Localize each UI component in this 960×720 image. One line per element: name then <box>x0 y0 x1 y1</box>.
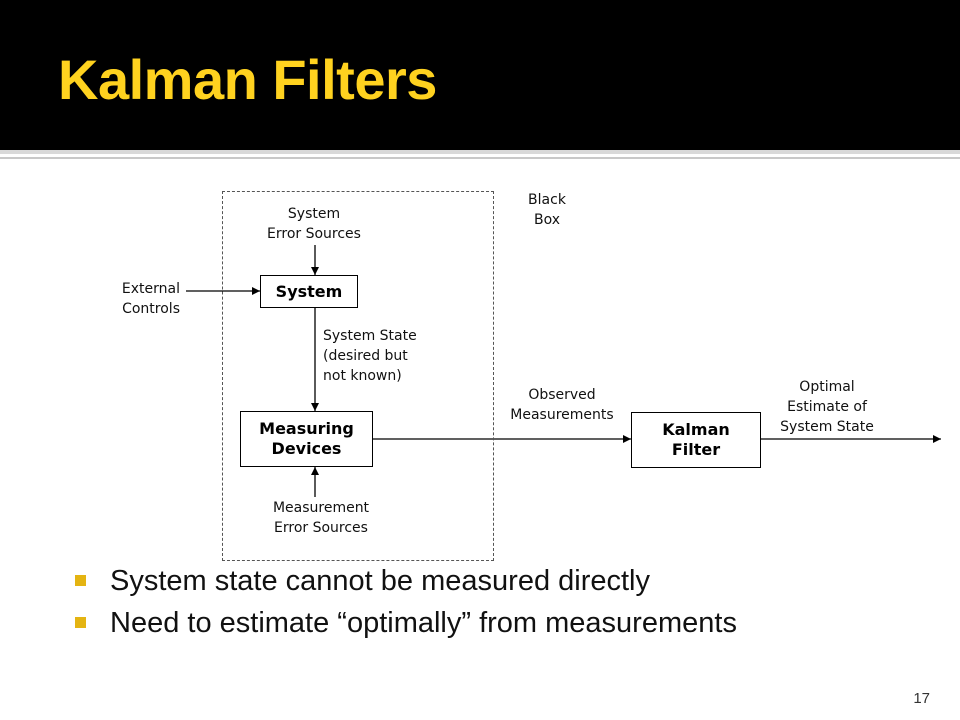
title-bar: Kalman Filters <box>0 0 960 150</box>
measuring-devices-box: Measuring Devices <box>240 411 373 467</box>
system-error-sources-label: System Error Sources <box>267 206 361 242</box>
system-state-label: System State (desired but not known) <box>323 328 417 384</box>
header-divider <box>0 150 960 154</box>
observed-measurements-label: Observed Measurements <box>510 387 614 423</box>
bullet-item: System state cannot be measured directly <box>75 560 737 602</box>
bullet-item: Need to estimate “optimally” from measur… <box>75 602 737 644</box>
square-bullet-icon <box>75 617 86 628</box>
slide-title: Kalman Filters <box>58 48 437 111</box>
external-controls-label: External Controls <box>121 281 180 317</box>
bullet-list: System state cannot be measured directly… <box>75 560 737 644</box>
measurement-error-sources-label: Measurement Error Sources <box>272 500 370 536</box>
black-box-region <box>222 191 494 561</box>
system-box: System <box>260 275 358 308</box>
kalman-filter-box: Kalman Filter <box>631 412 761 468</box>
header-divider-thin <box>0 157 960 159</box>
square-bullet-icon <box>75 575 86 586</box>
optimal-estimate-label: Optimal Estimate of System State <box>780 379 874 435</box>
page-number: 17 <box>913 690 930 707</box>
black-box-label: Black Box <box>528 192 566 228</box>
